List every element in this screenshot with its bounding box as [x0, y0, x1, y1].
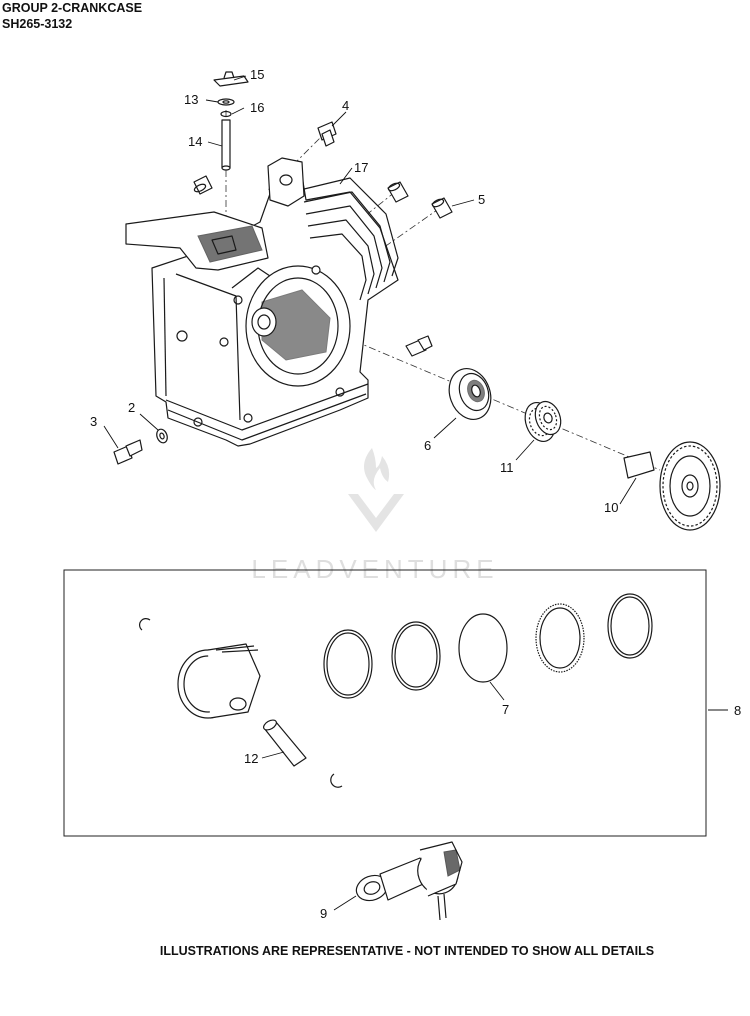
callout-2: 2: [128, 400, 135, 415]
part-3-drain-bolt: [113, 439, 143, 465]
part-4-bolt: [317, 121, 337, 147]
callout-4: 4: [342, 98, 349, 113]
callout-14: 14: [188, 134, 202, 149]
callout-labels: 15 13 16 14 4 17 5 3 2 6 11 10 7 8 12 9: [90, 67, 741, 921]
callout-17: 17: [354, 160, 368, 175]
part-14-shaft: [221, 119, 231, 171]
callout-13: 13: [184, 92, 198, 107]
crankcase-assembly: [125, 157, 399, 447]
callout-11: 11: [500, 460, 514, 475]
dowel-pin-left: [193, 175, 213, 195]
part-16-ring: [220, 110, 232, 118]
callout-10: 10: [604, 500, 618, 515]
leader-lines: [103, 75, 728, 911]
callout-12: 12: [244, 751, 258, 766]
watermark-text: LEADVENTURE: [251, 554, 498, 584]
part-9-connecting-rod: [355, 841, 463, 921]
disclaimer-note: ILLUSTRATIONS ARE REPRESENTATIVE - NOT I…: [159, 944, 655, 958]
part-11-crank-gear: [524, 400, 562, 442]
flame-logo-icon: [364, 448, 390, 490]
callout-16: 16: [250, 100, 264, 115]
v-logo-icon: [348, 494, 404, 532]
part-6-bearing: [448, 368, 492, 420]
drain-plug-right: [405, 335, 433, 357]
piston-kit-box: [63, 569, 707, 837]
part-2-gasket: [156, 428, 168, 444]
piston: [177, 643, 261, 719]
part-10-cam-gear: [623, 441, 721, 531]
callout-5: 5: [478, 192, 485, 207]
part-15-clip: [213, 71, 249, 87]
callout-8: 8: [734, 703, 741, 718]
dowel-pin-top: [387, 181, 409, 203]
callout-7: 7: [502, 702, 509, 717]
diagram-code: SH265-3132: [2, 17, 73, 31]
part-5-dowel: [431, 197, 453, 219]
callout-3: 3: [90, 414, 97, 429]
callout-9: 9: [320, 906, 327, 921]
circlip-upper: [139, 618, 151, 631]
part-13-washer: [217, 98, 235, 106]
watermark: LEADVENTURE: [251, 448, 498, 584]
callout-15: 15: [250, 67, 264, 82]
callout-6: 6: [424, 438, 431, 453]
part-12-piston-pin: [263, 719, 307, 767]
page-title: GROUP 2-CRANKCASE: [2, 1, 143, 15]
circlip-lower: [330, 773, 343, 788]
part-7-piston-rings: [323, 593, 653, 699]
